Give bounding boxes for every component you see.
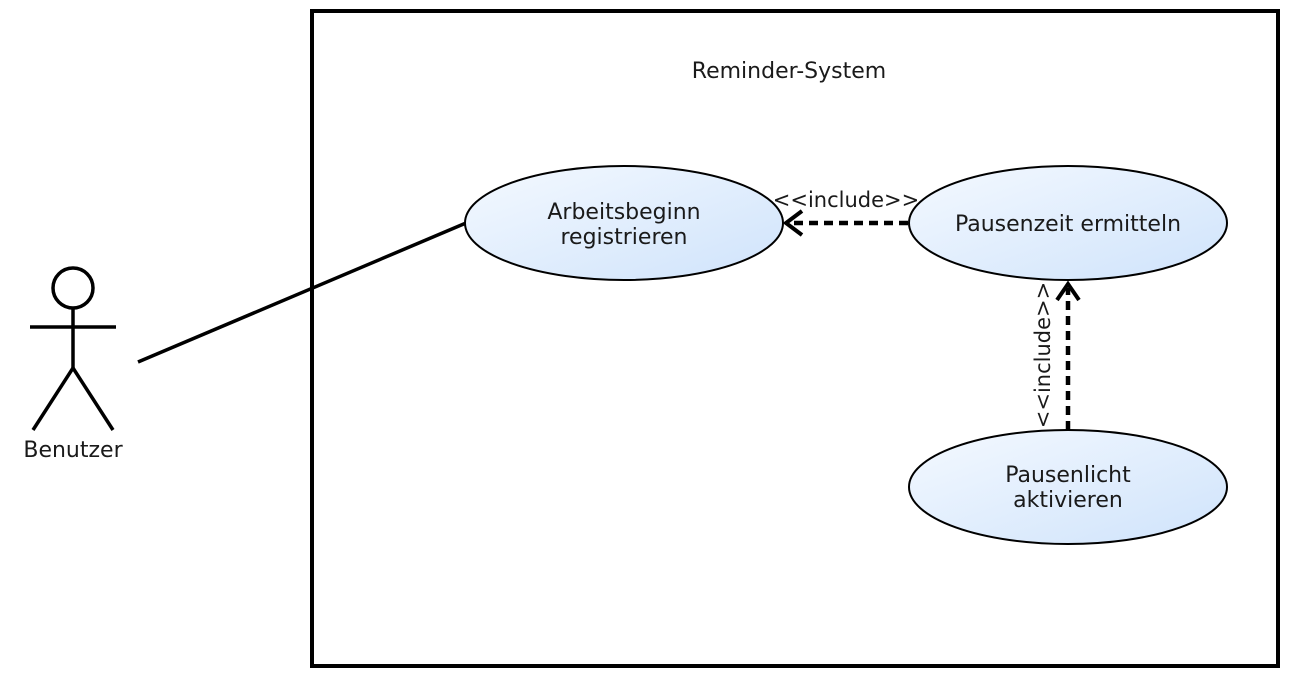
association-line[interactable] — [137, 221, 467, 364]
system-title: Reminder-System — [692, 59, 886, 84]
include-arrowhead-horizontal — [782, 209, 804, 237]
system-boundary[interactable] — [310, 9, 1280, 668]
actor-leg-right — [71, 367, 115, 431]
usecase-pausenzeit-ermitteln[interactable]: Pausenzeit ermitteln — [908, 165, 1228, 281]
actor-benutzer[interactable]: Benutzer — [23, 266, 124, 463]
usecase-label-line1: Pausenzeit ermitteln — [955, 212, 1181, 237]
usecase-label-line1: Arbeitsbeginn — [547, 200, 700, 225]
usecase-ellipse — [908, 429, 1228, 545]
include-relation-horizontal[interactable]: <<include>> — [773, 188, 919, 237]
usecase-label-line2: registrieren — [561, 225, 688, 250]
usecase-label-line2: aktivieren — [1013, 488, 1123, 513]
actor-head — [51, 266, 95, 310]
usecase-ellipse — [908, 165, 1228, 281]
usecase-ellipse — [464, 165, 784, 281]
actor-leg-left — [31, 367, 75, 431]
include-arrowhead-vertical — [1055, 280, 1081, 302]
usecase-pausenlicht-aktivieren[interactable]: Pausenlicht aktivieren — [908, 429, 1228, 545]
actor-name: Benutzer — [23, 438, 123, 463]
include-label-horizontal: <<include>> — [773, 188, 919, 212]
include-relation-vertical[interactable]: <<include>> — [1031, 280, 1081, 430]
usecase-arbeitsbeginn-registrieren[interactable]: Arbeitsbeginn registrieren — [464, 165, 784, 281]
include-label-vertical: <<include>> — [1031, 282, 1055, 428]
usecase-label-line1: Pausenlicht — [1005, 463, 1131, 488]
